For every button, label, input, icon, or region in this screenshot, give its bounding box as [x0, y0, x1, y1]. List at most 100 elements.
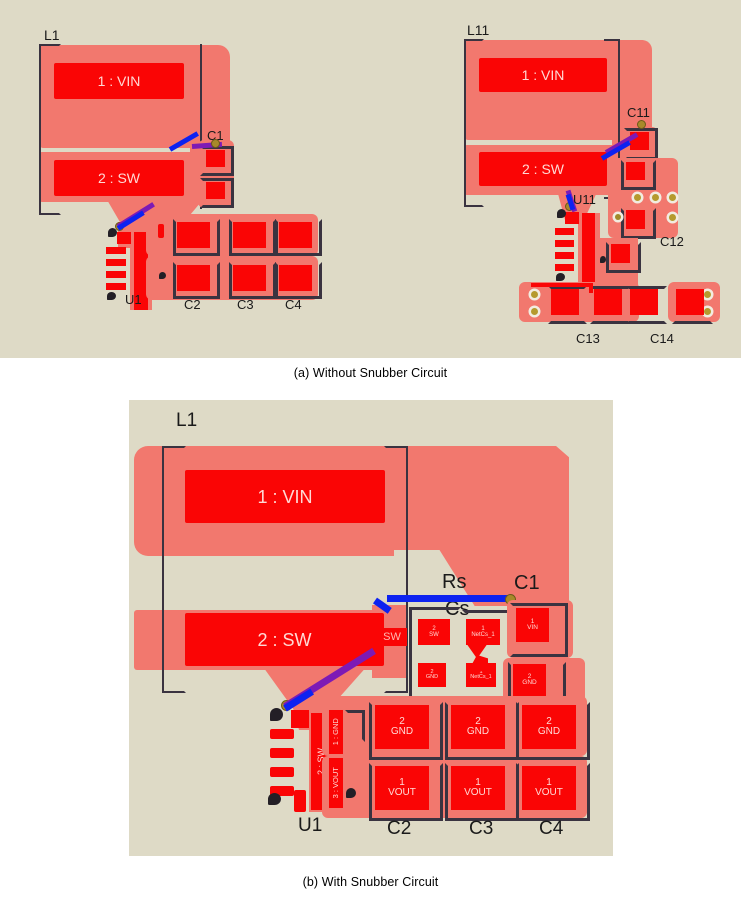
- pin1-notch-u1-bottom-left: [107, 292, 116, 300]
- silk-u1-gnd-corner-b: [345, 710, 365, 742]
- pad-u1-pin-a-left: [106, 247, 126, 254]
- pad-u1-pin-c-b: [270, 767, 294, 777]
- inductor-bracket-right-l1-b: [384, 446, 408, 693]
- pad-l1-vin-left: 1 : VIN: [54, 63, 184, 99]
- ref-c4-b: C4: [539, 818, 564, 839]
- pad-c3-vout-net: VOUT: [464, 787, 492, 798]
- ref-c2-b: C2: [387, 818, 412, 839]
- pad-c2-vout-b: 1 VOUT: [375, 766, 429, 810]
- silk-c2-gnd-left: [173, 219, 220, 256]
- pad-c13-mid-right: [594, 289, 622, 315]
- ref-c1-left: C1: [207, 128, 224, 143]
- pad-u11-pin-b-right: [555, 240, 574, 247]
- pad-c1-vin-net: VIN: [527, 624, 538, 631]
- pin1-notch-u1-bottom-b: [268, 793, 281, 805]
- pad-u11-pin-a-right: [555, 228, 574, 235]
- silk-c4-vout-left: [275, 262, 322, 299]
- pad-u1-pin-b-left: [106, 259, 126, 266]
- pad-cs-1-number: 1: [481, 626, 485, 632]
- pad-c3-vout-number: 1: [475, 777, 481, 788]
- pad-u11-pin-d-right: [555, 264, 574, 271]
- inductor-edge-line-l1-left: [200, 44, 202, 209]
- pad-cs-1-net: NetCs_1: [471, 632, 495, 638]
- pad-rs-2-number: 2: [432, 626, 436, 632]
- via-c13-b-right: [531, 308, 538, 315]
- pad-c2-gnd-number: 2: [399, 716, 405, 727]
- via-c12-a-right: [634, 194, 641, 201]
- inductor-bracket-l11-right: [464, 39, 484, 207]
- trace-red-gnd-right: [531, 283, 593, 287]
- pad-c1-gnd-b: 2 GND: [513, 664, 546, 696]
- caption-panel-b: (b) With Snubber Circuit: [302, 875, 439, 889]
- pad-rs-2-net: SW: [429, 632, 439, 638]
- pad-c14-left-right: [630, 289, 658, 315]
- silk-c1-pad2-left: [200, 178, 234, 208]
- ref-c11-right: C11: [627, 105, 650, 120]
- pad-u1-gnd-stub-left: [158, 224, 164, 238]
- pad-rs-1-number: 2: [430, 668, 434, 675]
- pad-cs-2-net: NetCs_1: [470, 674, 492, 680]
- pad-c4-vout-left: [279, 265, 312, 291]
- pad-c3-gnd-net: GND: [466, 726, 490, 737]
- pin1-notch-u11-bottom-right: [556, 273, 565, 281]
- pad-l11-vin-right: 1 : VIN: [479, 58, 607, 92]
- pad-cs-1-netcs-b: 1 NetCs_1: [466, 619, 500, 645]
- ref-u1-b: U1: [298, 815, 323, 836]
- pad-c12-bottom-right: [626, 210, 645, 229]
- pad-u11-pin-c-right: [555, 252, 574, 259]
- ref-c2-left: C2: [184, 297, 201, 312]
- pad-u1-vout-label: 3 : VOUT: [331, 767, 341, 799]
- inductor-edge-line-l11-right: [618, 39, 620, 199]
- silk-c4-gnd-b: [516, 702, 590, 760]
- silk-c13-right: [548, 286, 587, 324]
- via-c1-left: [211, 139, 220, 148]
- silk-c3-vout-left: [229, 262, 276, 299]
- ref-u1-left: U1: [125, 292, 142, 307]
- pad-c4-vout-net: VOUT: [535, 787, 563, 798]
- pad-c12-top-right: [626, 162, 645, 180]
- pad-c2-vout-left: [177, 265, 210, 291]
- pad-u1-thermal-left: [117, 232, 131, 244]
- via-c11-right: [637, 120, 646, 129]
- pad-c3-vout-b: 1 VOUT: [451, 766, 505, 810]
- pad-c1-vin-b: 1 VIN: [516, 608, 549, 642]
- pad-l11-sw-right: 2 : SW: [479, 152, 607, 186]
- caption-panel-a: (a) Without Snubber Circuit: [293, 366, 448, 380]
- silk-c14-right-right: [672, 286, 713, 324]
- pad-u1-pin-b-b: [270, 748, 294, 758]
- ref-c13-right: C13: [576, 331, 600, 346]
- pad-c3-gnd-number: 2: [475, 716, 481, 727]
- inductor-bracket-l1-left: [39, 44, 61, 215]
- silk-c12-pad1-right: [621, 160, 656, 190]
- pad-c1-gnd-net: GND: [522, 679, 537, 686]
- pad-rs-1-gnd-b: 2 GND: [418, 663, 446, 687]
- silk-c1-vin-b: [510, 603, 568, 657]
- silk-c12-lower-right: [606, 242, 641, 273]
- pad-c2-gnd-net: GND: [390, 726, 414, 737]
- pad-rs-2-sw-b: 2 SW: [418, 619, 450, 645]
- pad-c1-top-left: [206, 150, 225, 167]
- ref-l1-b: L1: [176, 410, 198, 431]
- pad-u11-thermal-right: [565, 212, 579, 224]
- pad-u1-pin-a-b: [270, 729, 294, 739]
- ref-c14-right: C14: [650, 331, 674, 346]
- silk-c13-mid-right: [590, 286, 631, 324]
- silk-c3-gnd-left: [229, 219, 276, 256]
- silk-c12-pad2-right: [621, 208, 656, 239]
- silk-c4-vout-b: [516, 763, 590, 821]
- via-c12-b-right: [652, 194, 659, 201]
- trace-blue-snubber-b: [387, 595, 511, 602]
- panel-without-snubber: L1 1 : VIN 2 : SW C1 U1: [0, 0, 741, 358]
- pad-c2-vout-net: VOUT: [388, 787, 416, 798]
- inductor-edge-cap-l11-right: [604, 39, 620, 41]
- silk-c4-gnd-left: [275, 219, 322, 256]
- pad-c12-lower-right: [611, 244, 630, 263]
- pad-u1-thermal-b: [291, 710, 309, 728]
- pad-c14-right-right: [676, 289, 704, 315]
- via-c12-e-right: [615, 214, 621, 220]
- pad-c2-gnd-left: [177, 222, 210, 248]
- pad-u1-pin-d-left: [106, 283, 126, 290]
- pad-u1-pin-c-left: [106, 271, 126, 278]
- pad-c2-vout-number: 1: [399, 777, 405, 788]
